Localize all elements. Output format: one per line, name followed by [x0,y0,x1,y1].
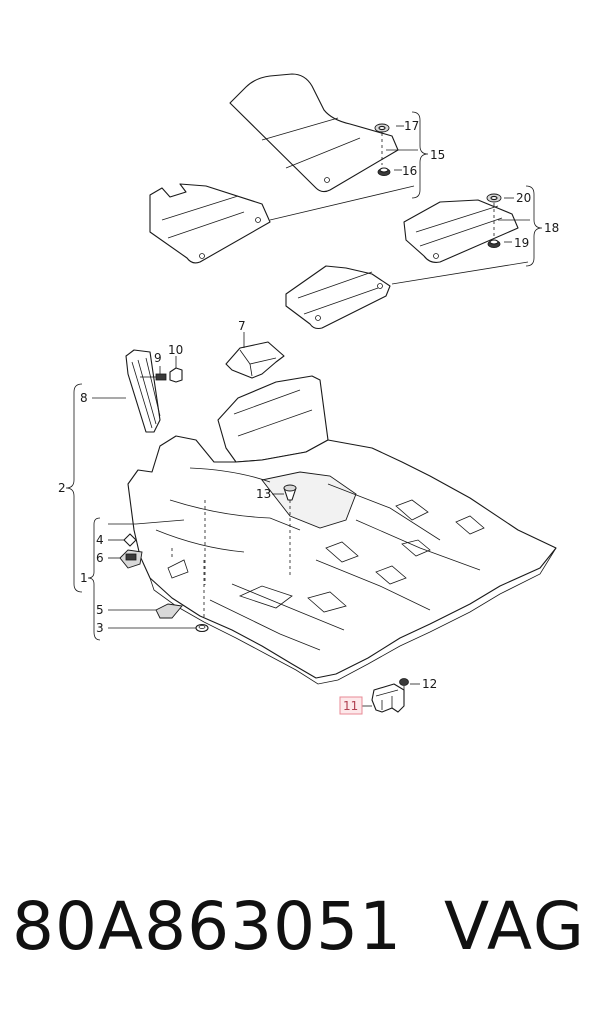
callout-10: 10 [168,343,183,357]
mat-clip-20 [486,193,502,203]
callout-4: 4 [96,533,104,547]
floor-carpet-assembly [127,375,557,685]
part-11-bracket [362,683,405,713]
brand-label: VAG [443,888,586,965]
part-5-cover [108,603,183,619]
part-6-clip [108,549,143,569]
part-7-bracket [225,332,285,379]
callout-8: 8 [80,391,88,405]
front-floor-mat-left [229,73,399,193]
mat-clip-17 [374,123,390,133]
part-12-nut [399,678,420,694]
callout-20: 20 [516,191,531,205]
part-9-bolt [140,366,167,381]
highlight-box-11 [339,696,363,715]
part-8-side-trim [125,349,161,433]
mat-clip-16 [377,167,391,176]
part-13-push-clip [272,484,297,501]
callout-17: 17 [404,119,419,133]
callout-19: 19 [514,236,529,250]
callout-15: 15 [430,148,445,162]
callout-12: 12 [422,677,437,691]
rear-floor-mat-left [285,265,391,330]
callout-6: 6 [96,551,104,565]
front-floor-mat-right [149,183,271,264]
callout-9: 9 [154,351,162,365]
rear-floor-mat-right [403,199,519,263]
callout-7: 7 [238,319,246,333]
mat-clip-19 [487,239,501,248]
callout-2: 2 [58,481,66,495]
callout-13: 13 [256,487,271,501]
footer: 80A863051 VAG [0,888,600,988]
callout-1: 1 [80,571,88,585]
part-10-nut [169,356,183,383]
part-4-nut [108,519,185,547]
callout-3: 3 [96,621,104,635]
callout-16: 16 [402,164,417,178]
callout-18: 18 [544,221,559,235]
parts-diagram: 17 15 16 20 18 19 7 9 10 8 2 13 4 6 1 5 … [58,73,559,715]
callout-5: 5 [96,603,104,617]
part-3-grommet [108,623,209,633]
part-number: 80A863051 [12,888,403,965]
callout-11: 11 [343,699,358,713]
